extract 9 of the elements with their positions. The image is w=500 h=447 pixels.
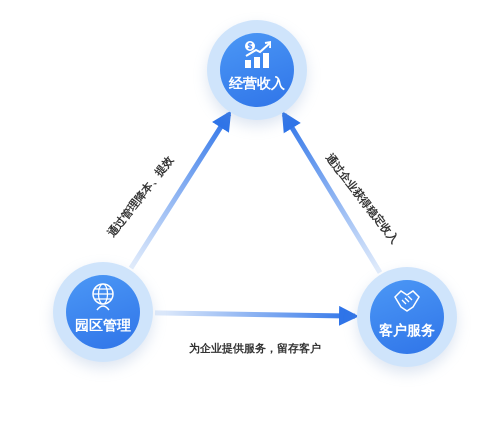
edge-label: 通过管理降本、提效 xyxy=(104,152,176,240)
node-label: 园区管理 xyxy=(74,317,132,335)
arrow xyxy=(154,306,359,326)
edge-label: 为企业提供服务，留存客户 xyxy=(189,340,321,356)
node-label: 客户服务 xyxy=(378,322,436,340)
node-label: 经营收入 xyxy=(228,75,286,93)
edge-label: 通过企业获得稳定收入 xyxy=(322,150,402,246)
arrow xyxy=(128,110,232,270)
arrow xyxy=(282,111,382,274)
